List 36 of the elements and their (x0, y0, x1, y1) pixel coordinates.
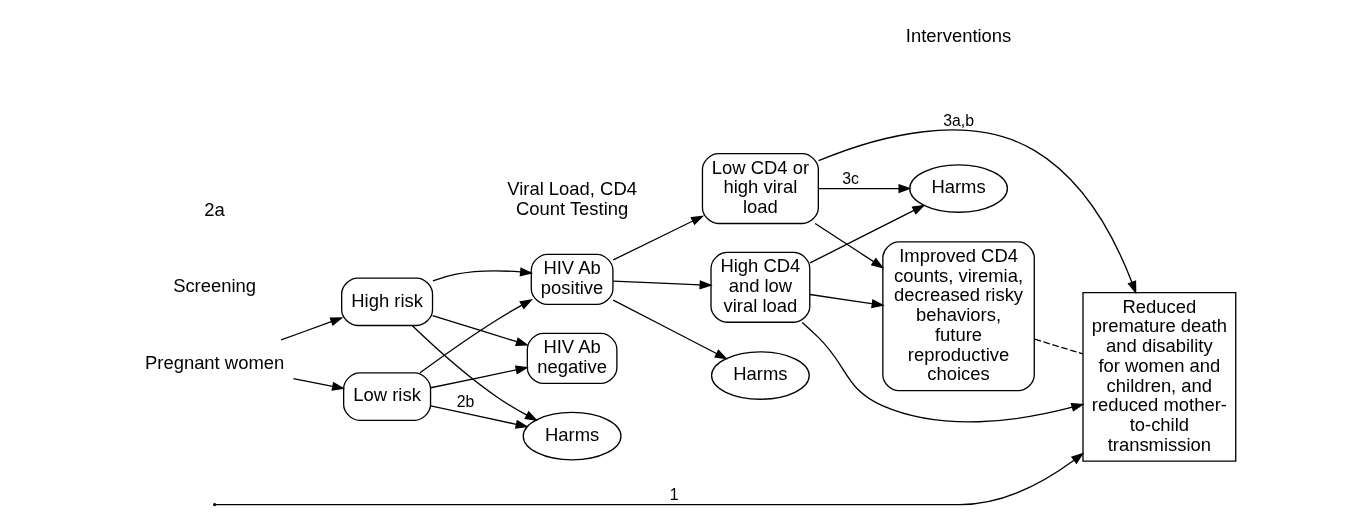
node-box: High CD4 and low viral load (709, 251, 810, 323)
arrow (814, 222, 884, 269)
arrow (292, 378, 345, 391)
node-box: High risk (340, 277, 433, 327)
node-box: HIV Ab positive (530, 253, 614, 306)
arrow (612, 280, 713, 290)
arrow (817, 183, 912, 194)
arrow (214, 452, 1084, 506)
arrow (817, 129, 1136, 295)
node-text: Pregnant women (144, 351, 284, 373)
node-box: HIV Ab negative (526, 332, 618, 385)
arrow (808, 204, 925, 264)
node-box: Low CD4 or high viral load (701, 153, 819, 225)
arrow (429, 365, 529, 389)
edge-label: 3c (841, 170, 859, 188)
arrow (429, 405, 529, 429)
label: 2a (203, 198, 225, 220)
node-box: Improved CD4 counts, viremia, decreased risky behaviors, future reproductive choices (881, 241, 1035, 392)
arrow (801, 321, 1084, 423)
arrow (612, 215, 704, 261)
label: Viral Load, CD4 Count Testing (506, 178, 637, 220)
arrow (431, 314, 529, 346)
arrow (279, 317, 343, 341)
arrow (411, 325, 538, 421)
arrow (808, 293, 885, 309)
edge-label: 2b (456, 392, 474, 410)
connector (1033, 338, 1083, 355)
edge-label: 3a,b (942, 112, 974, 130)
arrow (418, 298, 533, 374)
node-box: Reduced premature death and disability for women and children, and reduced mother-to-child transmission (1081, 291, 1236, 462)
arrow (431, 267, 533, 282)
label: Interventions (905, 25, 1011, 47)
label: Screening (172, 275, 256, 297)
node-box: Low risk (342, 372, 431, 421)
arrow (612, 299, 728, 360)
edge-label: 1 (669, 486, 679, 504)
